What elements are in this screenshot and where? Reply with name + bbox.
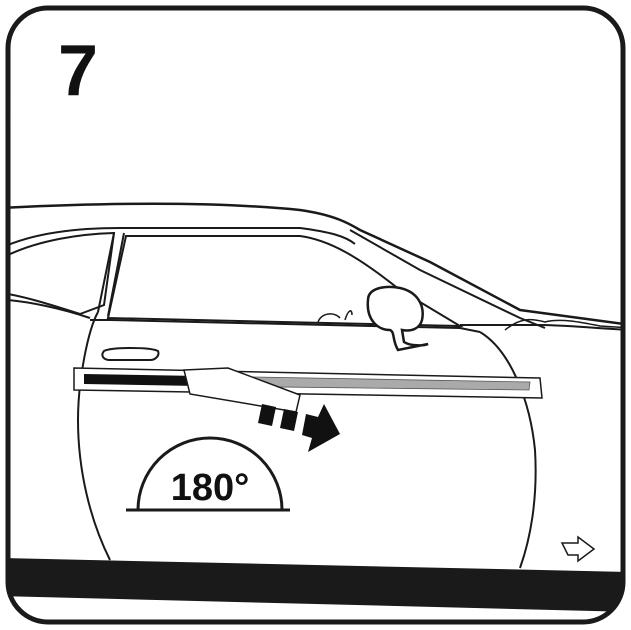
door-handle [102,348,158,360]
step-number: 7 [58,31,98,111]
angle-label: 180° [171,467,250,509]
applied-stripe [84,374,200,386]
